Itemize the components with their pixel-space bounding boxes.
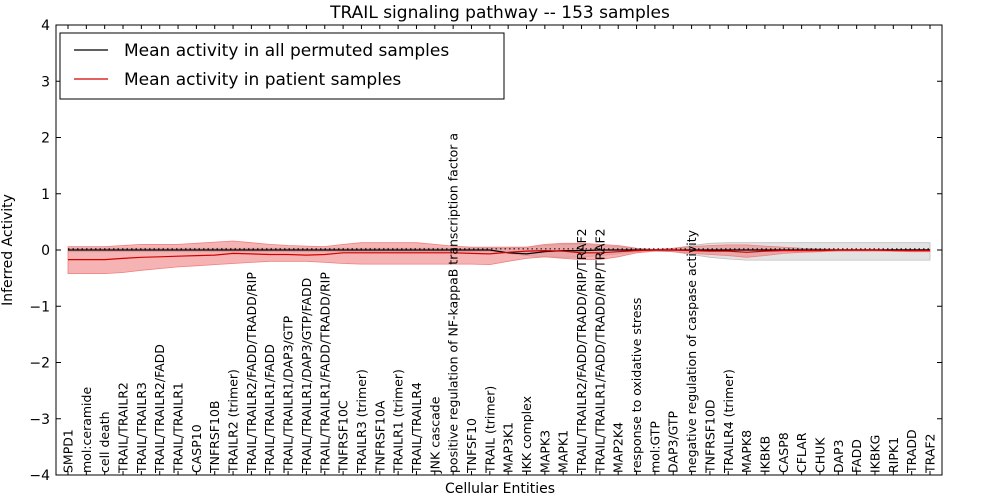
x-category-label: TRAIL/TRAILR2/FADD/TRADD/RIP/TRAF2 <box>574 228 589 474</box>
x-category-label: IKBKG <box>868 435 883 473</box>
x-category-label: MAPK8 <box>739 430 754 473</box>
x-category-label: CASP10 <box>189 424 204 473</box>
x-category-label: TRAIL (trimer) <box>482 386 497 474</box>
y-tick-label: −3 <box>29 412 50 428</box>
x-category-label: TNFRSF10B <box>207 401 222 474</box>
x-category-label: MAP2K4 <box>611 422 626 473</box>
x-category-label: TRAIL/TRAILR1/FADD/TRADD/RIP/TRAF2 <box>592 228 607 474</box>
x-category-label: TRAIL/TRAILR3 <box>134 382 149 474</box>
x-category-label: MAP3K1 <box>501 422 516 473</box>
x-category-label: DAP3/GTP <box>666 410 681 473</box>
x-category-label: TRAILR3 (trimer) <box>354 369 369 474</box>
y-tick-label: 4 <box>41 18 50 34</box>
x-category-label: TRAIL/TRAILR1/FADD <box>262 344 277 474</box>
x-category-label: IKBKB <box>757 436 772 473</box>
x-category-label: TNFRSF10A <box>372 400 387 474</box>
x-category-label: TRAIL/TRAILR2/FADD <box>152 344 167 474</box>
x-category-label: positive regulation of NF-kappaB transcr… <box>446 133 461 473</box>
x-category-label: TRAIL/TRAILR4 <box>409 382 424 474</box>
x-category-label: MAPK3 <box>537 430 552 473</box>
y-tick-label: 3 <box>41 74 50 90</box>
x-category-label: mol:ceramide <box>79 387 94 473</box>
x-category-label: TRAIL/TRAILR2 <box>116 382 131 474</box>
x-category-label: TNFSF10 <box>464 418 479 474</box>
x-category-label: TNFRSF10C <box>336 400 351 474</box>
series-line-1 <box>68 249 930 261</box>
x-category-label: TRAILR1 (trimer) <box>391 369 406 474</box>
x-category-label: IKK complex <box>519 396 534 473</box>
x-category-label: cell death <box>97 411 112 473</box>
x-category-label: negative regulation of caspase activity <box>684 229 699 473</box>
x-category-label: RIPK1 <box>886 437 901 473</box>
x-category-label: TRAIL/TRAILR1/DAP3/GTP <box>281 315 296 474</box>
x-category-label: TRAILR4 (trimer) <box>721 369 736 474</box>
chart-title: TRAIL signaling pathway -- 153 samples <box>329 3 670 23</box>
y-tick-label: −2 <box>29 356 50 372</box>
x-category-label: TRAILR2 (trimer) <box>226 369 241 474</box>
x-category-label: TNFRSF10D <box>702 399 717 474</box>
y-tick-label: −1 <box>29 299 50 315</box>
x-category-label: MAPK1 <box>556 430 571 473</box>
x-category-label: FADD <box>849 439 864 473</box>
y-tick-label: 1 <box>41 187 50 203</box>
y-axis-title: Inferred Activity <box>0 194 16 306</box>
x-category-label: TRAF2 <box>923 433 938 474</box>
y-tick-label: 2 <box>41 131 50 147</box>
x-axis-title: Cellular Entities <box>445 481 555 497</box>
x-category-label: TRAIL/TRAILR1/DAP3/GTP/FADD <box>299 278 314 474</box>
x-category-label: JNK cascade <box>427 396 442 474</box>
legend-label: Mean activity in all permuted samples <box>124 41 449 61</box>
x-category-label: TRAIL/TRAILR2/FADD/TRADD/RIP <box>244 272 259 474</box>
x-category-label: SMPD1 <box>61 429 76 473</box>
legend-label: Mean activity in patient samples <box>124 70 401 90</box>
x-category-label: CFLAR <box>794 432 809 473</box>
x-category-label: CASP8 <box>776 432 791 473</box>
legend: Mean activity in all permuted samplesMea… <box>59 32 505 100</box>
x-category-label: TRADD <box>904 429 919 474</box>
x-category-label: response to oxidative stress <box>629 298 644 473</box>
x-category-label: DAP3 <box>831 440 846 473</box>
x-category-label: mol:GTP <box>647 421 662 473</box>
x-category-label: CHUK <box>813 437 828 473</box>
y-tick-label: 0 <box>41 243 50 259</box>
y-tick-label: −4 <box>29 468 50 484</box>
series-band-1 <box>67 240 931 274</box>
legend-box <box>59 32 505 100</box>
x-category-label: TRAIL/TRAILR1 <box>171 382 186 474</box>
x-category-label: TRAIL/TRAILR1/FADD/TRADD/RIP <box>317 272 332 474</box>
